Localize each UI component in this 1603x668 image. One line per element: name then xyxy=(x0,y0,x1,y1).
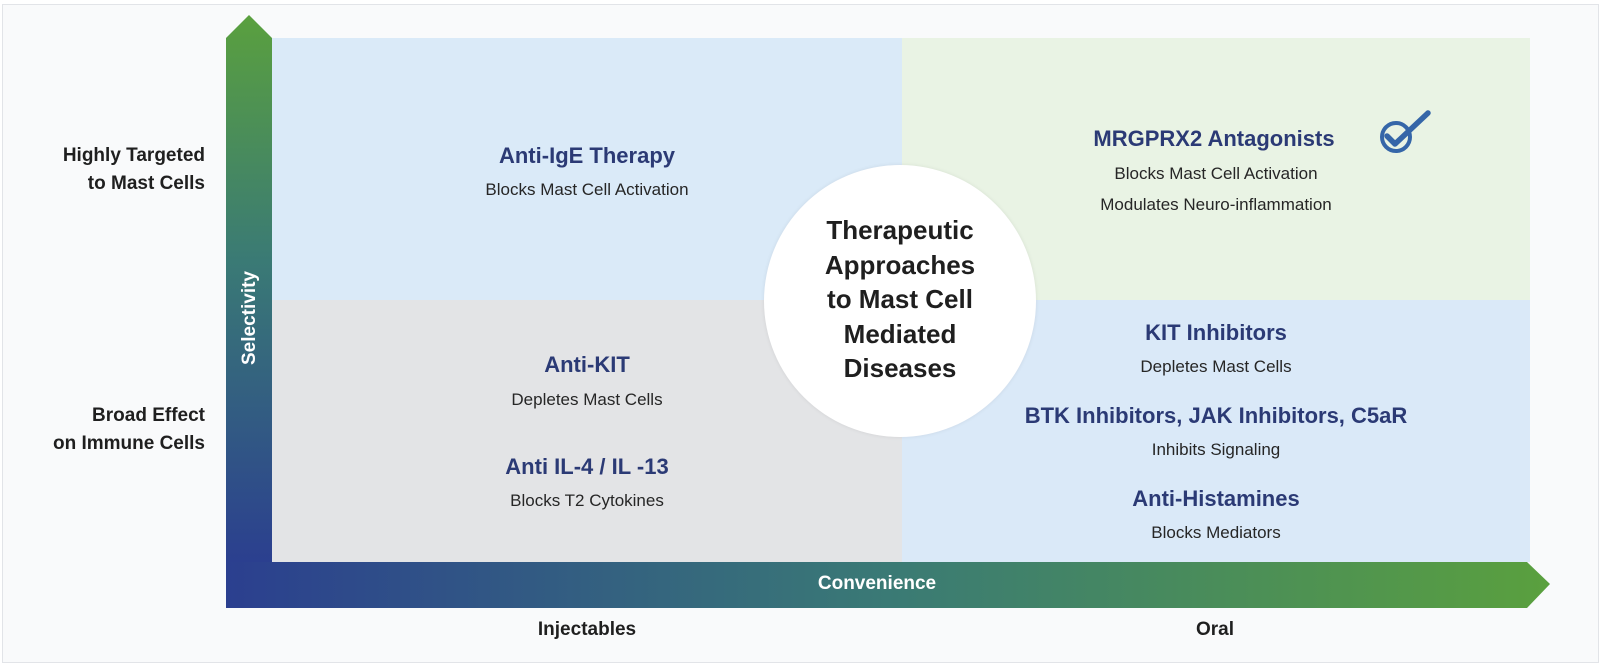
y-label-high-line-2: to Mast Cells xyxy=(87,173,205,194)
center-title-line-5: Diseases xyxy=(843,353,957,383)
y-label-high-line-1: Highly Targeted xyxy=(62,145,205,166)
anti-histamines-title: Anti-Histamines xyxy=(1132,486,1300,511)
center-title-circle: Therapeutic Approaches to Mast Cell Medi… xyxy=(764,165,1036,437)
y-label-low-line-2: on Immune Cells xyxy=(52,433,205,454)
center-title-line-2: Approaches xyxy=(824,249,976,280)
selectivity-axis-label: Selectivity xyxy=(239,271,260,365)
checkmark-circle-icon xyxy=(1380,110,1431,153)
anti-il4-il13-title: Anti IL-4 / IL -13 xyxy=(505,454,669,479)
mrgprx2-desc-2: Modulates Neuro-inflammation xyxy=(1100,195,1332,214)
x-label-injectables: Injectables xyxy=(537,619,637,640)
center-title: Therapeutic Approaches to Mast Cell Medi… xyxy=(764,213,1036,386)
x-label-oral: Oral xyxy=(1195,619,1235,640)
mrgprx2-desc-1: Blocks Mast Cell Activation xyxy=(1114,164,1318,183)
anti-ige-therapy-desc: Blocks Mast Cell Activation xyxy=(485,180,689,199)
convenience-arrow xyxy=(226,562,1550,608)
y-label-low-line-1: Broad Effect xyxy=(92,405,205,426)
btk-jak-c5ar-title: BTK Inhibitors, JAK Inhibitors, C5aR xyxy=(1024,403,1408,428)
y-label-broad-effect: Broad Effect on Immune Cells xyxy=(53,402,205,458)
selectivity-arrow xyxy=(226,15,272,562)
anti-kit-desc: Depletes Mast Cells xyxy=(511,390,663,409)
center-title-line-4: Mediated xyxy=(843,318,957,349)
anti-ige-therapy-title: Anti-IgE Therapy xyxy=(498,143,675,168)
center-title-line-1: Therapeutic xyxy=(826,215,974,245)
y-label-highly-targeted: Highly Targeted to Mast Cells xyxy=(63,142,205,198)
quadrant-injectable-targeted: Anti-IgE Therapy Blocks Mast Cell Activa… xyxy=(272,38,902,300)
kit-inhibitors-desc: Depletes Mast Cells xyxy=(1140,357,1292,376)
center-title-line-3: to Mast Cell xyxy=(827,284,973,314)
kit-inhibitors-title: KIT Inhibitors xyxy=(1145,320,1287,345)
anti-kit-title: Anti-KIT xyxy=(544,352,630,377)
anti-histamines-desc: Blocks Mediators xyxy=(1151,523,1281,542)
anti-il4-il13-desc: Blocks T2 Cytokines xyxy=(510,491,664,510)
convenience-axis-label: Convenience xyxy=(817,573,937,594)
btk-jak-c5ar-desc: Inhibits Signaling xyxy=(1151,440,1281,459)
mrgprx2-antagonists-title: MRGPRX2 Antagonists xyxy=(1093,126,1335,151)
